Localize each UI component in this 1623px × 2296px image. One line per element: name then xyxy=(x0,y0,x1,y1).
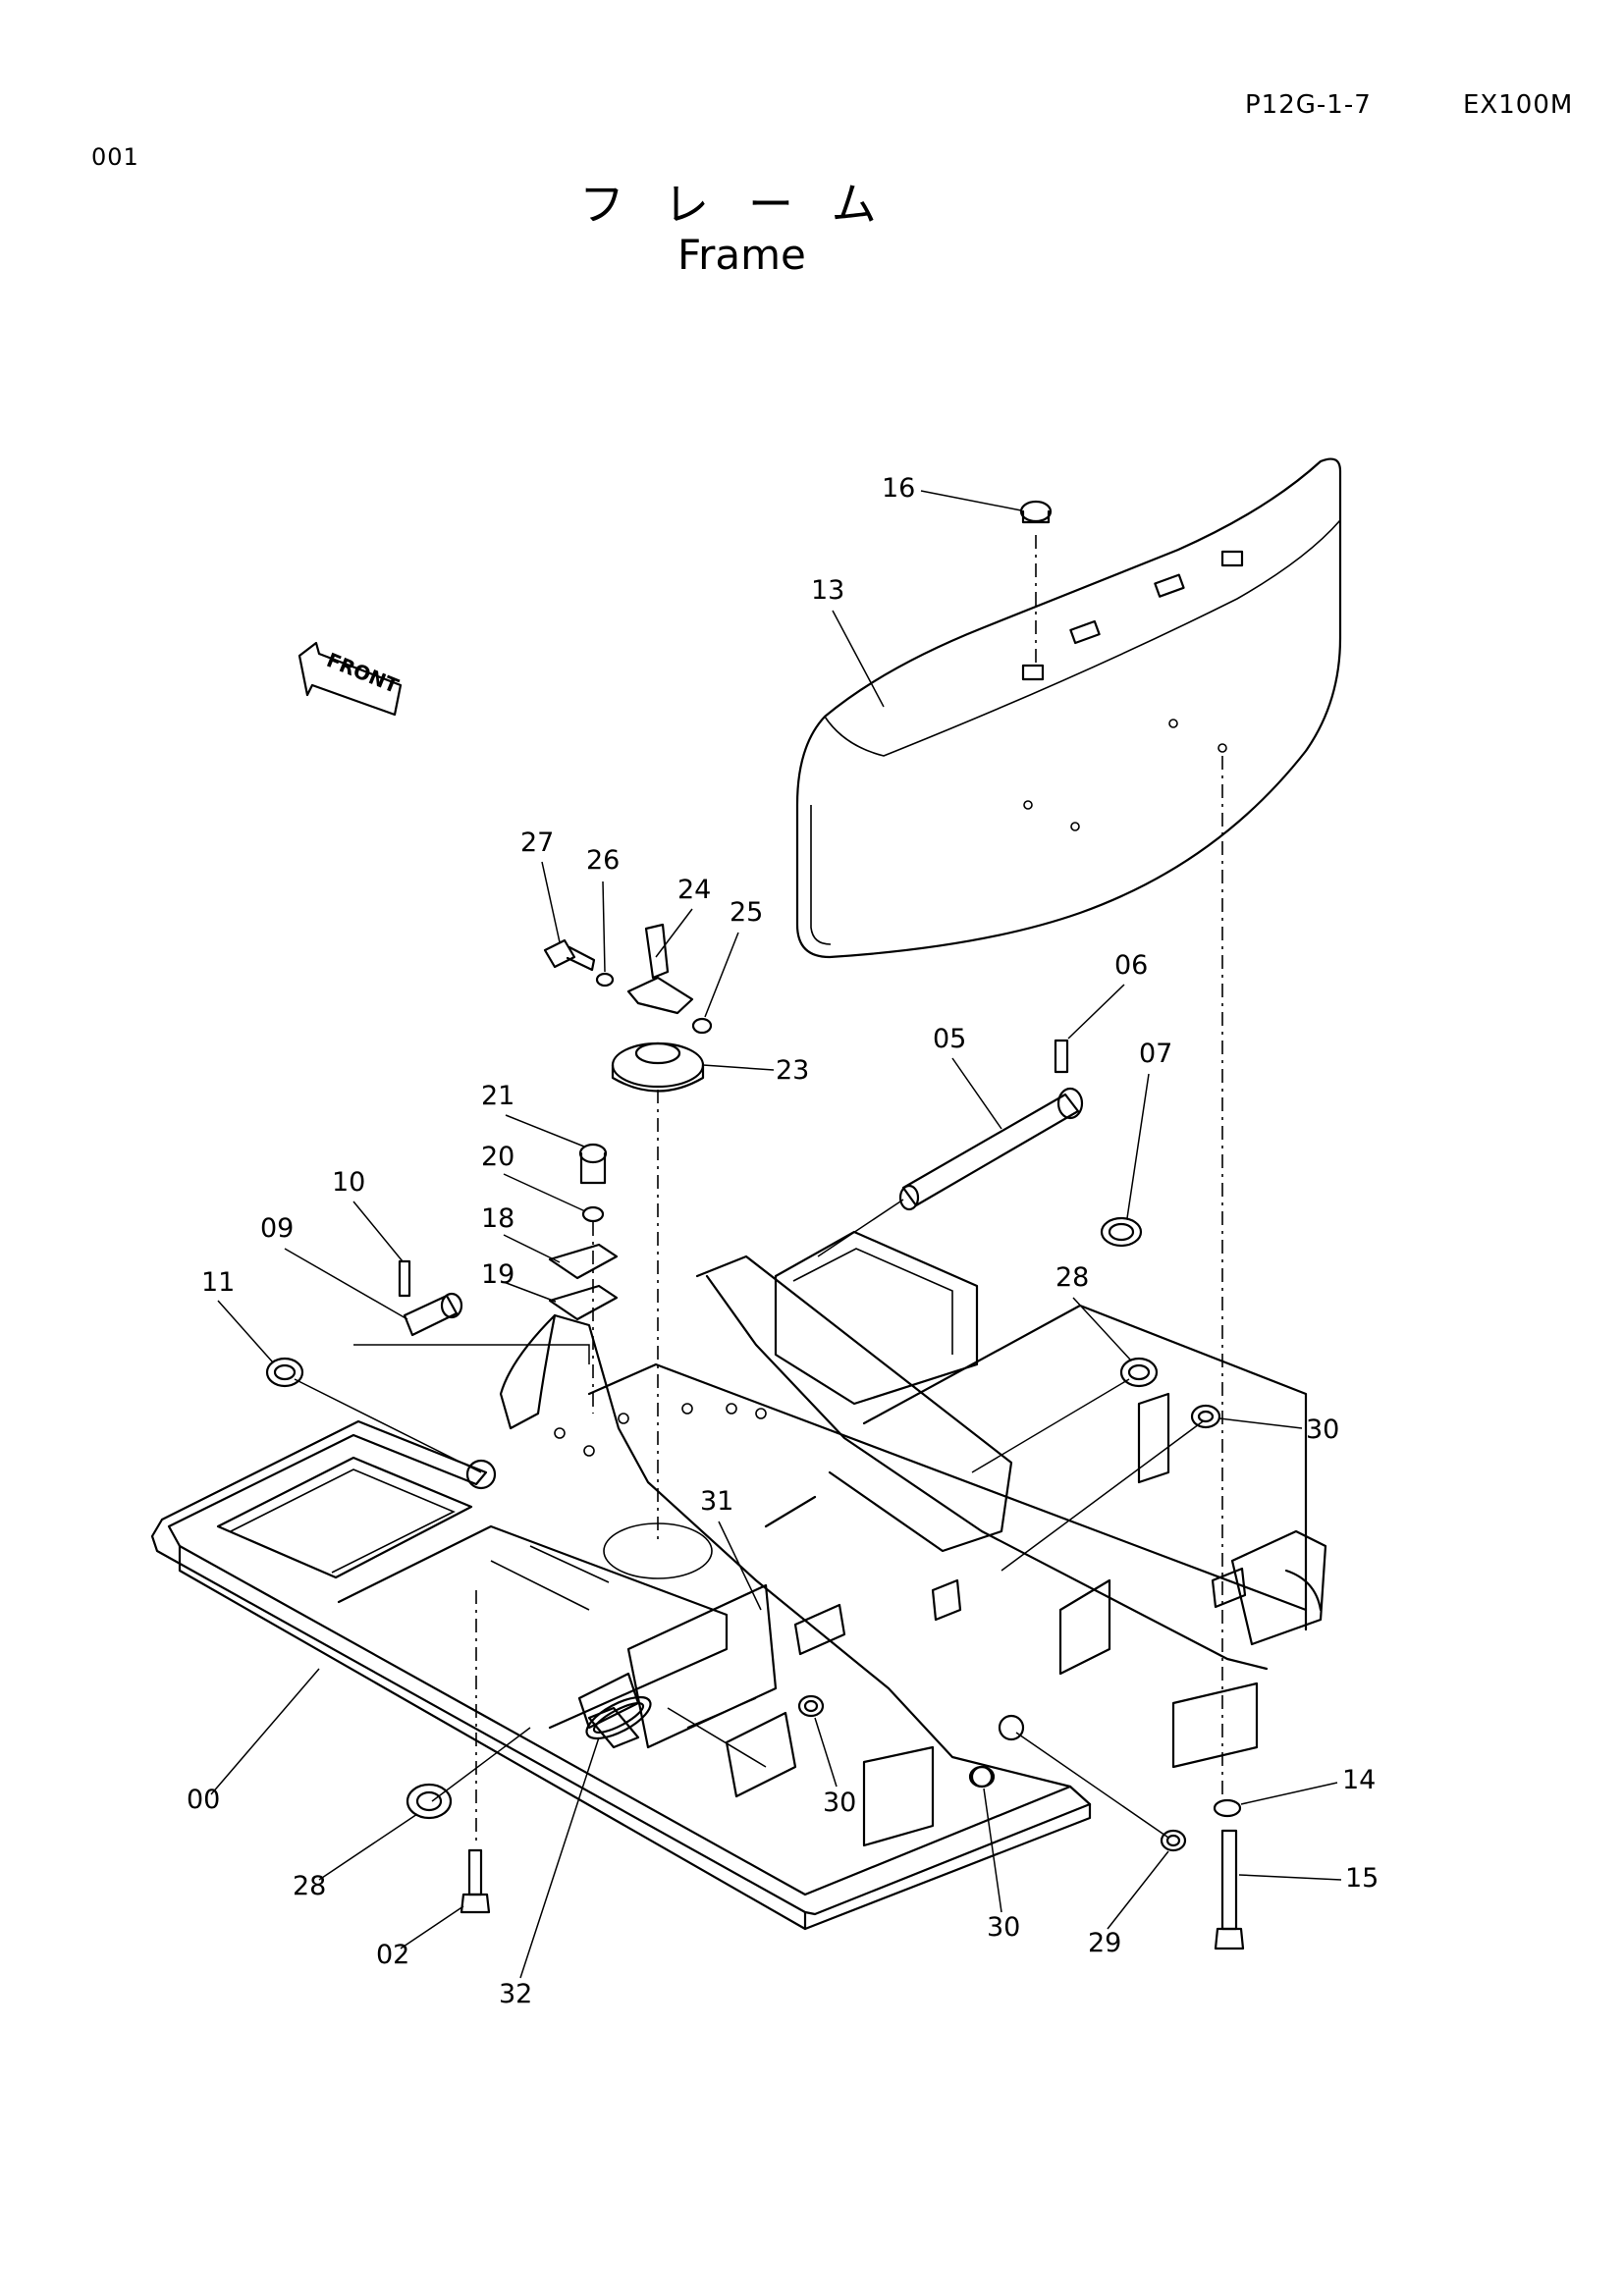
pin-06-icon xyxy=(1054,1039,1069,1074)
bushing-29-icon xyxy=(1160,1829,1187,1852)
callout-16: 16 xyxy=(882,473,1022,511)
callout-11: 11 xyxy=(201,1267,274,1363)
callout-label: 11 xyxy=(201,1267,235,1298)
callout-label: 32 xyxy=(499,1979,532,2009)
washer-20-icon xyxy=(581,1205,605,1223)
bracket-24-icon xyxy=(626,923,694,1015)
callout-21: 21 xyxy=(481,1081,585,1148)
bushing-30-upper-icon xyxy=(1190,1404,1221,1429)
title-english: Frame xyxy=(677,231,806,279)
callout-label: 18 xyxy=(481,1203,514,1234)
bushing-28-upper-icon xyxy=(1119,1357,1159,1388)
callout-05: 05 xyxy=(933,1024,1002,1130)
callout-28-lower: 28 xyxy=(293,1813,418,1901)
callout-label: 20 xyxy=(481,1142,514,1172)
callout-23: 23 xyxy=(702,1055,809,1086)
callout-label: 15 xyxy=(1345,1863,1379,1894)
model-number: EX100M xyxy=(1463,90,1574,120)
title-japanese: フレーム xyxy=(579,178,916,231)
plate-32-icon xyxy=(585,1695,652,1740)
callout-30-upper: 30 xyxy=(1218,1415,1339,1445)
callout-label: 13 xyxy=(811,575,844,606)
callout-label: 27 xyxy=(520,828,554,858)
callout-label: 05 xyxy=(933,1024,966,1054)
callout-label: 16 xyxy=(882,473,915,504)
callout-label: 31 xyxy=(700,1486,733,1517)
bolt-16-icon xyxy=(1019,500,1053,524)
page-number: 001 xyxy=(91,143,139,171)
bushing-30-mid-icon xyxy=(797,1694,825,1718)
page-code: P12G-1-7 xyxy=(1245,90,1372,120)
bolt-27-icon xyxy=(543,938,596,972)
callout-20: 20 xyxy=(481,1142,586,1212)
callout-13: 13 xyxy=(811,575,885,708)
callout-label: 06 xyxy=(1114,950,1148,981)
bushing-30-low-icon xyxy=(968,1765,996,1789)
bolt-15-icon xyxy=(1214,1829,1245,1950)
bolt-21-icon xyxy=(578,1143,608,1185)
callout-label: 14 xyxy=(1342,1765,1376,1795)
washer-26-icon xyxy=(595,972,615,988)
bolt-02-icon xyxy=(460,1848,491,1914)
callout-label: 30 xyxy=(987,1912,1020,1943)
callout-28-upper: 28 xyxy=(1055,1262,1132,1362)
callout-label: 21 xyxy=(481,1081,514,1111)
front-label: FRONT xyxy=(323,648,402,698)
callouts: 16 13 27 26 24 25 06 05 07 23 21 20 18 1… xyxy=(187,473,1379,2009)
callout-19: 19 xyxy=(481,1259,557,1303)
bushing-11-icon xyxy=(265,1357,304,1388)
callout-label: 30 xyxy=(823,1788,856,1818)
pin-09-icon xyxy=(403,1292,463,1337)
callout-label: 19 xyxy=(481,1259,514,1290)
washer-14-icon xyxy=(1213,1798,1242,1818)
callout-label: 09 xyxy=(260,1213,294,1244)
callout-label: 24 xyxy=(677,875,711,905)
bushing-07-icon xyxy=(1100,1216,1143,1248)
callout-26: 26 xyxy=(586,845,620,973)
callout-00: 00 xyxy=(187,1668,320,1815)
callout-label: 28 xyxy=(1055,1262,1089,1293)
plate-19-icon xyxy=(548,1284,619,1321)
callout-18: 18 xyxy=(481,1203,561,1263)
callout-30-low: 30 xyxy=(983,1788,1020,1943)
callout-label: 26 xyxy=(586,845,620,876)
cover-23-icon xyxy=(611,1041,705,1093)
pin-10-icon xyxy=(398,1259,411,1298)
callout-label: 25 xyxy=(730,897,763,928)
callout-label: 29 xyxy=(1088,1928,1121,1958)
callout-label: 30 xyxy=(1306,1415,1339,1445)
callout-label: 07 xyxy=(1139,1039,1172,1069)
callout-24: 24 xyxy=(655,875,711,958)
callout-29: 29 xyxy=(1088,1850,1169,1958)
front-arrow-icon: FRONT xyxy=(298,641,403,717)
callout-label: 23 xyxy=(776,1055,809,1086)
callout-07: 07 xyxy=(1126,1039,1172,1219)
callout-02: 02 xyxy=(376,1905,464,1970)
callout-10: 10 xyxy=(332,1167,404,1262)
callout-label: 10 xyxy=(332,1167,365,1198)
counterweight xyxy=(795,457,1342,959)
assembly-lines xyxy=(294,535,1223,1845)
callout-06: 06 xyxy=(1067,950,1148,1040)
callout-14: 14 xyxy=(1240,1765,1376,1805)
callout-label: 02 xyxy=(376,1940,409,1970)
washer-25-icon xyxy=(691,1017,713,1035)
callout-label: 28 xyxy=(293,1871,326,1901)
callout-31: 31 xyxy=(700,1486,762,1611)
callout-25: 25 xyxy=(704,897,763,1018)
callout-09: 09 xyxy=(260,1213,408,1320)
callout-30-mid: 30 xyxy=(814,1717,856,1818)
callout-27: 27 xyxy=(520,828,561,943)
callout-32: 32 xyxy=(499,1736,600,2009)
callout-15: 15 xyxy=(1238,1863,1379,1894)
pin-05-icon xyxy=(898,1087,1084,1211)
bushing-28-lower-icon xyxy=(406,1783,453,1820)
plate-18-icon xyxy=(548,1243,619,1280)
